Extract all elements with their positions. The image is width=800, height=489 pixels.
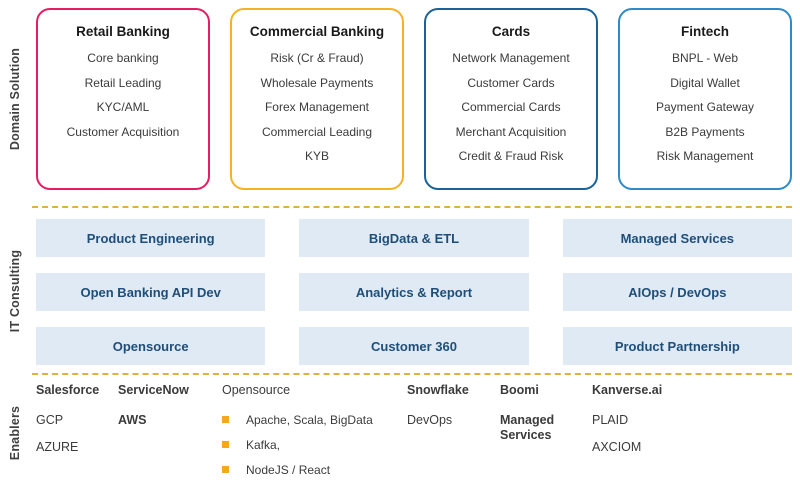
enabler-bullet-label: Kafka, xyxy=(246,437,281,452)
domain-card-item: Core banking xyxy=(87,51,159,65)
domain-card-item: Forex Management xyxy=(264,100,370,114)
square-bullet-icon xyxy=(222,466,229,473)
band-label-it-consulting-text: IT Consulting xyxy=(8,249,23,333)
enabler-heading: ServiceNow xyxy=(118,383,189,397)
it-consulting-row: Open Banking API Dev Analytics & Report … xyxy=(36,273,792,311)
section-divider-top xyxy=(32,206,792,208)
enabler-heading: Opensource xyxy=(222,383,291,397)
it-consulting-box[interactable]: Managed Services xyxy=(562,219,792,257)
domain-card-item: BNPL - Web xyxy=(671,51,739,65)
enabler-item: GCP xyxy=(36,412,64,427)
enabler-heading: Salesforce xyxy=(36,383,100,397)
enabler-column-kanverse: Kanverse.ai PLAID AXCIOM xyxy=(592,384,662,484)
domain-card-retail-banking[interactable]: Retail Banking Core banking Retail Leadi… xyxy=(36,8,210,190)
domain-card-item: KYC/AML xyxy=(96,100,150,114)
it-consulting-row: Product Engineering BigData & ETL Manage… xyxy=(36,219,792,257)
it-consulting-box[interactable]: Open Banking API Dev xyxy=(36,273,266,311)
it-consulting-box[interactable]: Analytics & Report xyxy=(299,273,529,311)
domain-card-commercial-banking[interactable]: Commercial Banking Risk (Cr & Fraud) Who… xyxy=(230,8,404,190)
enabler-bullet-label: Apache, Scala, BigData xyxy=(246,412,373,427)
domain-card-item: Commercial Leading xyxy=(261,124,373,139)
enabler-bullet-item: NodeJS / React xyxy=(222,463,407,477)
domain-card-title: Fintech xyxy=(680,24,729,39)
enabler-column-snowflake: Snowflake DevOps xyxy=(407,384,500,484)
enabler-bullet-item: Kafka, xyxy=(222,438,407,452)
band-label-enablers: Enablers xyxy=(0,380,30,485)
enabler-bullet-list: Apache, Scala, BigData Kafka, NodeJS / R… xyxy=(222,413,407,488)
domain-card-item: Commercial Cards xyxy=(461,100,561,114)
domain-card-item: Digital Wallet xyxy=(670,75,740,90)
enabler-item: AXCIOM xyxy=(592,440,642,455)
enabler-column-servicenow: ServiceNow AWS xyxy=(118,384,222,484)
domain-card-title: Commercial Banking xyxy=(249,24,385,39)
it-consulting-box[interactable]: Product Partnership xyxy=(562,327,792,365)
it-consulting-box[interactable]: Customer 360 xyxy=(299,327,529,365)
domain-card-title: Cards xyxy=(491,24,531,39)
enabler-heading: Snowflake xyxy=(407,383,469,397)
enabler-heading: Kanverse.ai xyxy=(592,383,663,397)
enabler-column-boomi: Boomi Managed Services xyxy=(500,384,592,484)
it-consulting-box[interactable]: Product Engineering xyxy=(36,219,266,257)
domain-solution-row: Retail Banking Core banking Retail Leadi… xyxy=(36,8,792,190)
enabler-item: AWS xyxy=(118,412,147,427)
enabler-item: AZURE xyxy=(36,440,79,455)
section-divider-bottom xyxy=(32,373,792,375)
it-consulting-box[interactable]: Opensource xyxy=(36,327,266,365)
domain-card-item: Payment Gateway xyxy=(655,100,755,114)
enabler-bullet-item: Apache, Scala, BigData xyxy=(222,413,407,427)
domain-card-item: KYB xyxy=(304,149,329,163)
square-bullet-icon xyxy=(222,441,229,448)
it-consulting-box[interactable]: BigData & ETL xyxy=(299,219,529,257)
domain-card-item: Retail Leading xyxy=(84,75,162,90)
domain-card-item: Customer Acquisition xyxy=(66,124,180,139)
domain-card-fintech[interactable]: Fintech BNPL - Web Digital Wallet Paymen… xyxy=(618,8,792,190)
enablers-row: Salesforce GCP AZURE ServiceNow AWS Open… xyxy=(36,384,796,484)
domain-card-item: Network Management xyxy=(452,51,570,65)
it-consulting-box[interactable]: AIOps / DevOps xyxy=(562,273,792,311)
enabler-column-salesforce: Salesforce GCP AZURE xyxy=(36,384,118,484)
domain-card-item: B2B Payments xyxy=(665,124,745,139)
enabler-bullet-label: NodeJS / React xyxy=(246,462,331,477)
enabler-item: PLAID xyxy=(592,412,629,427)
domain-card-title: Retail Banking xyxy=(76,24,170,39)
enabler-heading: Boomi xyxy=(500,383,539,397)
enabler-item: Services xyxy=(500,428,552,443)
it-consulting-grid: Product Engineering BigData & ETL Manage… xyxy=(36,219,792,365)
square-bullet-icon xyxy=(222,416,229,423)
band-label-it-consulting: IT Consulting xyxy=(0,212,30,370)
domain-card-item: Risk Management xyxy=(656,149,754,163)
domain-card-item: Credit & Fraud Risk xyxy=(458,149,564,163)
band-label-domain-solution: Domain Solution xyxy=(0,8,30,190)
band-label-enablers-text: Enablers xyxy=(8,405,22,460)
domain-card-item: Wholesale Payments xyxy=(260,75,374,90)
enabler-column-opensource: Opensource Apache, Scala, BigData Kafka,… xyxy=(222,384,407,484)
domain-card-item: Risk (Cr & Fraud) xyxy=(270,51,364,65)
enabler-item: Managed xyxy=(500,412,555,427)
enabler-item: DevOps xyxy=(407,412,453,427)
it-consulting-row: Opensource Customer 360 Product Partners… xyxy=(36,327,792,365)
domain-card-cards[interactable]: Cards Network Management Customer Cards … xyxy=(424,8,598,190)
band-label-domain-solution-text: Domain Solution xyxy=(8,47,22,151)
domain-card-item: Customer Cards xyxy=(467,75,555,90)
domain-card-item: Merchant Acquisition xyxy=(455,124,567,139)
